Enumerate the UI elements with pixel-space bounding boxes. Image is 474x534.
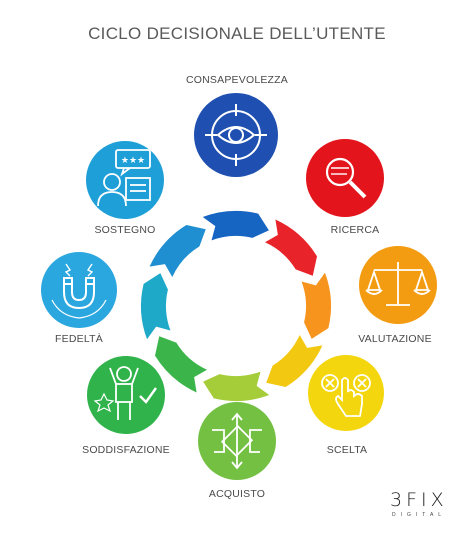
ring-segment-8	[149, 224, 206, 277]
stage-label-soddisfazione: SODDISFAZIONE	[82, 444, 170, 456]
stage-label-fedelta: FEDELTÀ	[55, 333, 103, 345]
ring-segment-1	[202, 211, 269, 241]
stage-label-consapevolezza: CONSAPEVOLEZZA	[186, 74, 288, 86]
ring-segment-5	[203, 371, 270, 401]
ring-segment-7	[141, 273, 171, 340]
page-title: CICLO DECISIONALE DELL’UTENTE	[88, 24, 386, 43]
stage-label-scelta: SCELTA	[326, 444, 368, 456]
brand-logo: 3FIX	[390, 489, 448, 511]
stage-label-ricerca: RICERCA	[330, 224, 380, 236]
ring-segment-4	[266, 335, 323, 388]
ring-segment-2	[265, 219, 318, 276]
stage-label-sostegno: SOSTEGNO	[94, 224, 156, 236]
stage-label-acquisto: ACQUISTO	[208, 488, 266, 500]
stage-label-valutazione: VALUTAZIONE	[358, 333, 432, 345]
brand-sub: DIGITAL	[392, 512, 447, 518]
ring-segment-6	[154, 336, 207, 393]
ring-segment-3	[301, 272, 331, 339]
